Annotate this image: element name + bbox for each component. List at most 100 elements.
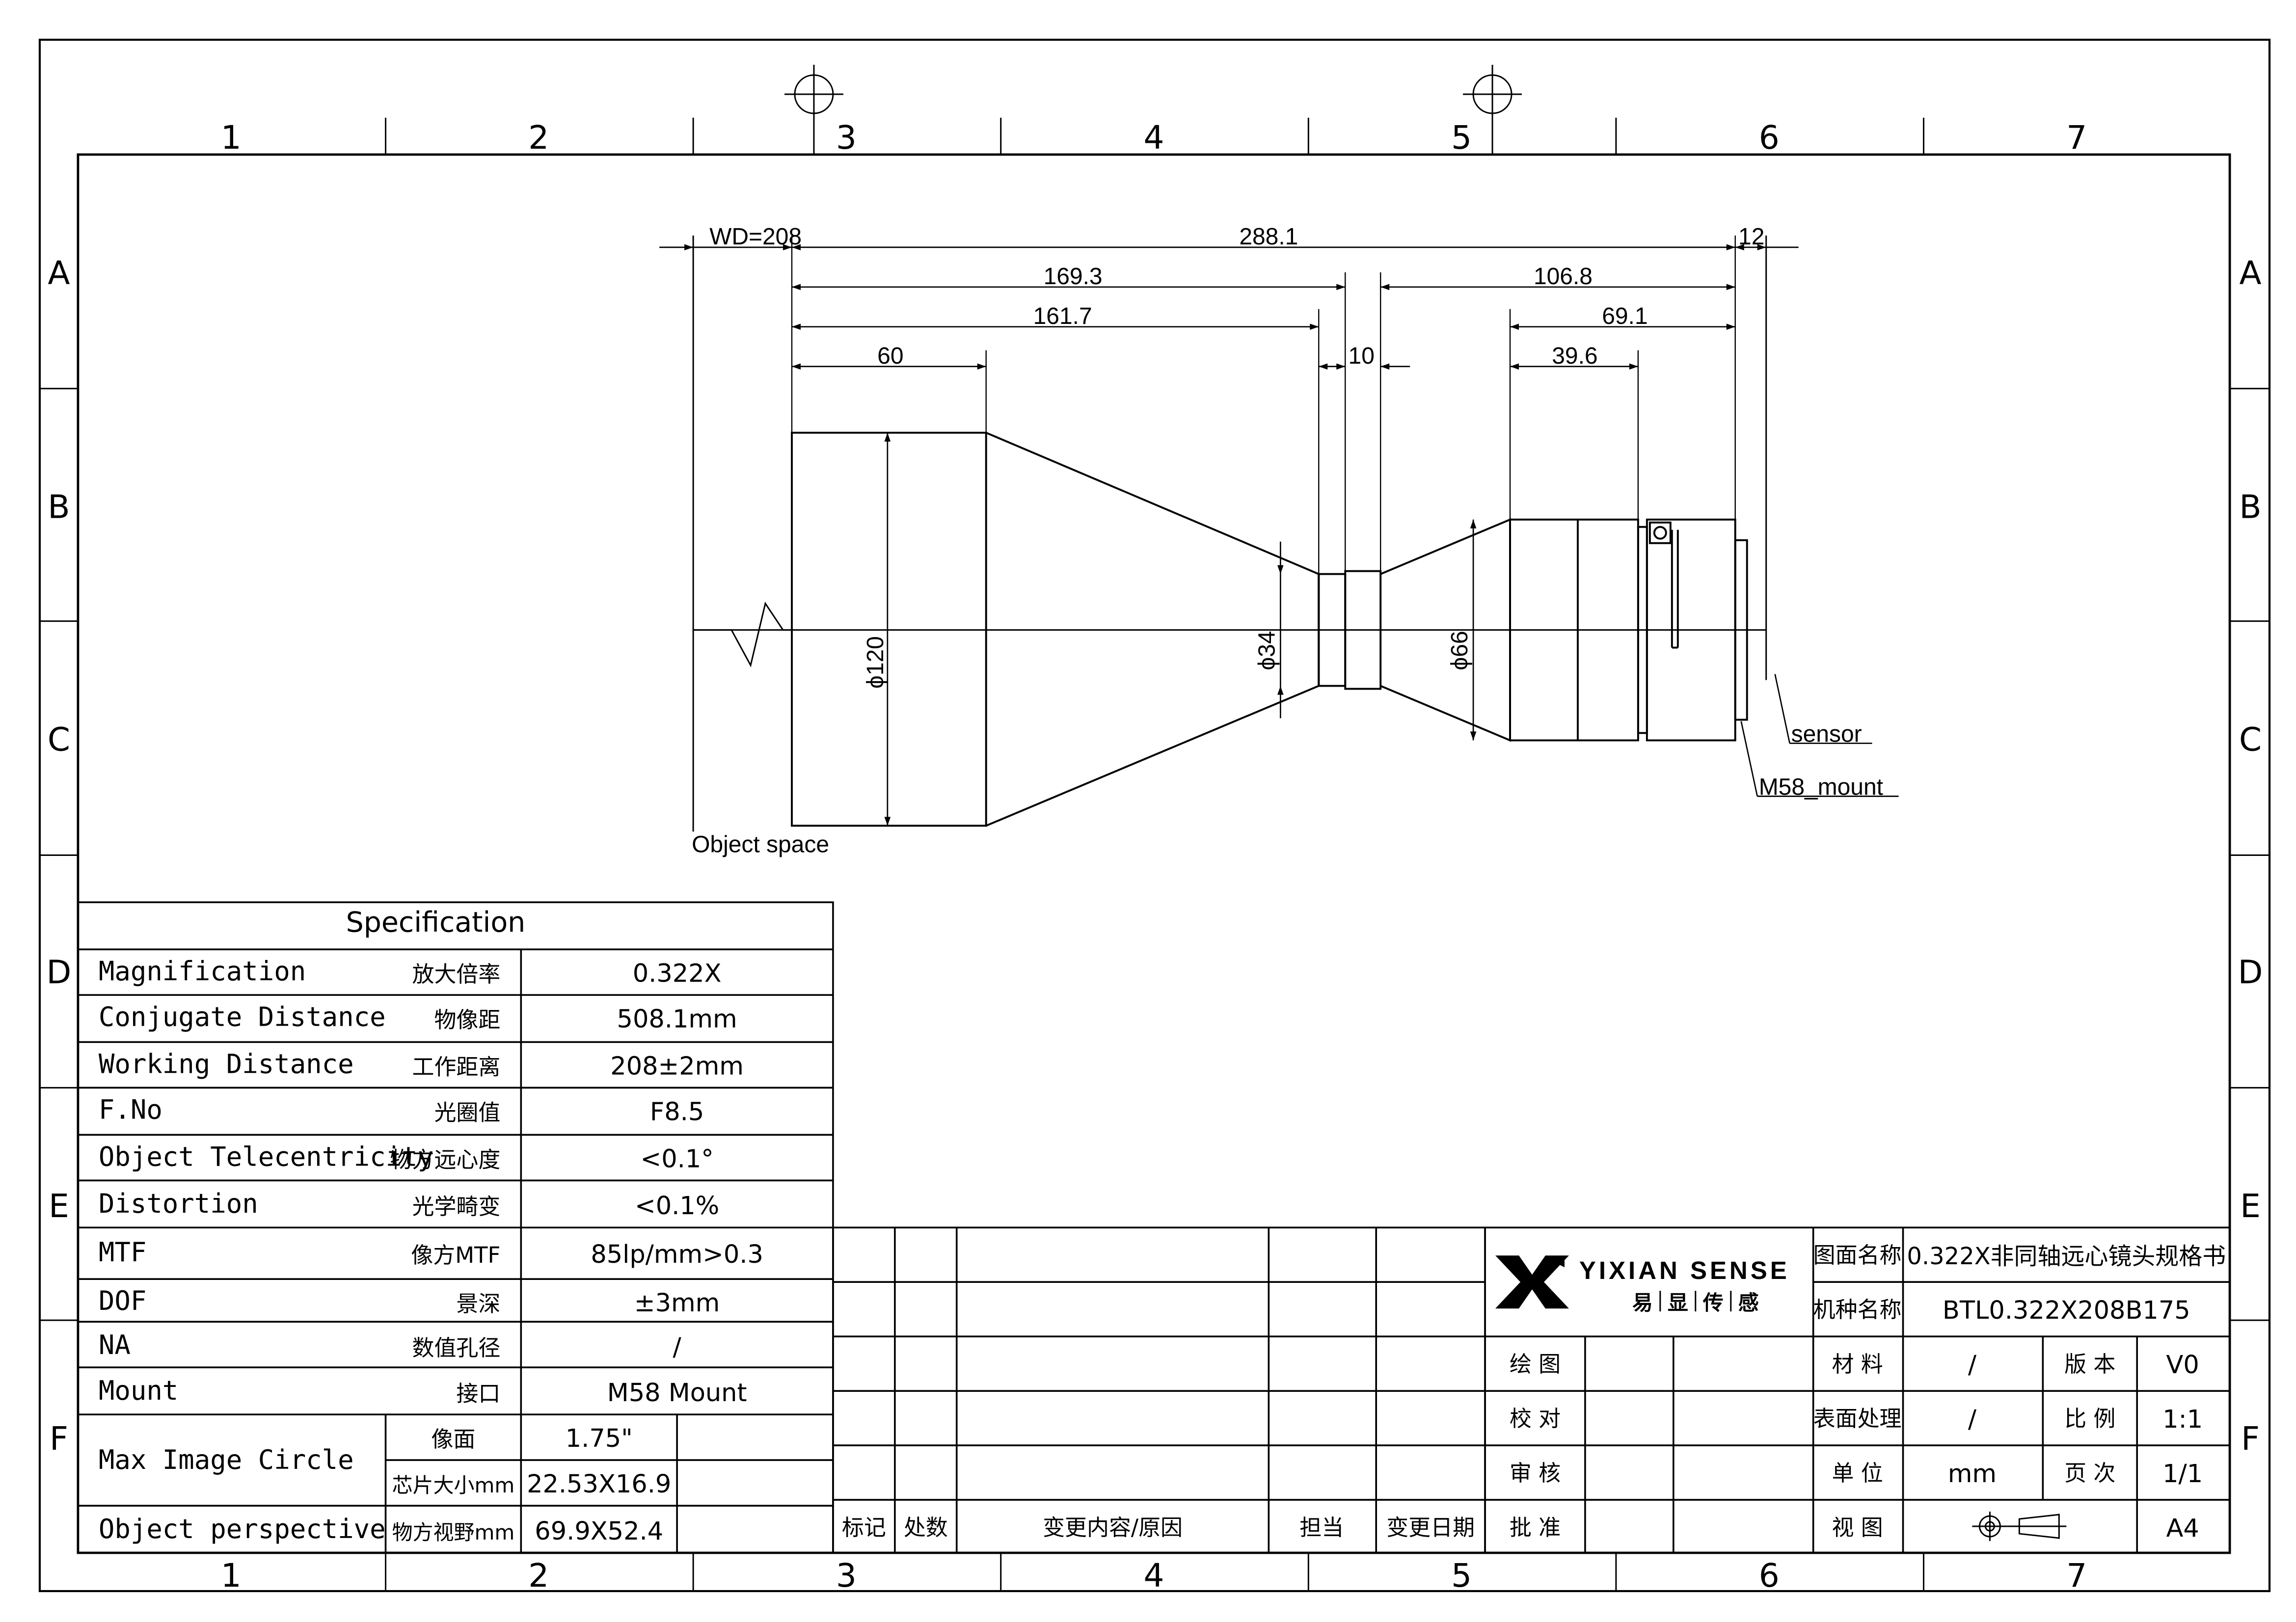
dim-total: 288.1 <box>1239 224 1298 250</box>
surface-label: 表面处理 <box>1813 1406 1902 1432</box>
col-label-bottom: 3 <box>836 1557 857 1595</box>
surface-value: / <box>1968 1405 1977 1434</box>
spec-row-label-cn: 物方远心度 <box>390 1146 501 1172</box>
spec-row-label-cn: 接口 <box>456 1381 500 1407</box>
brand-separators <box>1659 1291 1732 1312</box>
col-label-top: 3 <box>836 119 857 157</box>
object-space-label: Object space <box>692 831 829 857</box>
spec-row-value: <0.1% <box>635 1192 719 1221</box>
col-label-bottom: 7 <box>2066 1557 2087 1595</box>
spec-row-label: Working Distance <box>99 1048 354 1079</box>
spec-row-value: <0.1° <box>641 1144 714 1173</box>
col-label-top: 6 <box>1759 119 1780 157</box>
revision-table: 标记 处数 变更内容/原因 担当 变更日期 <box>842 1515 1475 1541</box>
revision-owner-header: 担当 <box>1299 1515 1344 1541</box>
scale-value: 1:1 <box>2162 1405 2203 1434</box>
spec-table: Specification Magnification 放大倍率 0.322X … <box>99 906 763 1546</box>
revision-table-grid <box>832 1226 1486 1554</box>
version-value: V0 <box>2166 1351 2199 1380</box>
brand-name-cn: 易 显 传 感 <box>1632 1291 1759 1315</box>
spec-title: Specification <box>346 906 526 938</box>
spec-row-label-cn: 光圈值 <box>434 1099 500 1125</box>
row-label-right: A <box>2240 254 2262 292</box>
row-label-right: E <box>2240 1187 2261 1225</box>
spec-row-label: NA <box>99 1330 131 1360</box>
page-label: 页 次 <box>2064 1460 2115 1486</box>
spec-row-value: ±3mm <box>634 1289 720 1318</box>
model-label: 机种名称 <box>1813 1297 1902 1323</box>
spec-table-grid <box>77 901 834 1554</box>
spec-row-value: M58 Mount <box>607 1379 747 1408</box>
spec-object-fov: 物方视野mm <box>392 1520 515 1544</box>
brand-char: 显 <box>1668 1291 1688 1315</box>
version-label: 版 本 <box>2064 1351 2115 1377</box>
spec-row-label-cn: 像方MTF <box>411 1242 500 1268</box>
spec-row-value: F8.5 <box>650 1097 704 1126</box>
page-value: 1/1 <box>2162 1460 2203 1489</box>
spec-chip-size-value: 22.53X16.9 <box>527 1470 671 1499</box>
dim-12: 12 <box>1738 224 1764 250</box>
spec-object-fov-value: 69.9X52.4 <box>535 1517 663 1546</box>
dim-wd: WD=208 <box>709 224 802 250</box>
spec-row-value: 85lp/mm>0.3 <box>591 1240 763 1269</box>
review-label: 审 核 <box>1510 1460 1561 1486</box>
draw-label: 绘 图 <box>1510 1351 1561 1377</box>
col-label-bottom: 4 <box>1144 1557 1164 1595</box>
brand-char: 易 <box>1632 1291 1653 1315</box>
yixian-logo-icon <box>1495 1255 1569 1309</box>
view-label: 视 图 <box>1832 1515 1883 1541</box>
spec-object-perspective: Object perspective <box>99 1514 386 1544</box>
title-block: YIXIAN SENSE 易 显 传 感 图面名称 机种名称 绘 图 校 对 审… <box>1495 1242 2226 1543</box>
lens-outline <box>692 235 1767 832</box>
spec-row-label-cn: 光学畸变 <box>412 1194 500 1220</box>
spec-row-label: DOF <box>99 1285 146 1316</box>
spec-row-label-cn: 景深 <box>456 1291 500 1317</box>
dim-69-1: 69.1 <box>1602 303 1648 329</box>
spec-row-label: Conjugate Distance <box>99 1001 386 1032</box>
col-label-top: 4 <box>1144 119 1164 157</box>
spec-chip-size: 芯片大小mm <box>392 1473 515 1497</box>
spec-row-label-cn: 数值孔径 <box>412 1335 500 1361</box>
spec-row-value: 208±2mm <box>610 1052 744 1081</box>
spec-row-label: F.No <box>99 1094 162 1125</box>
drawing-frame <box>38 38 2271 1593</box>
spec-row-value: / <box>673 1333 682 1362</box>
dim-39-6: 39.6 <box>1552 343 1597 369</box>
dim-dia-120: ϕ120 <box>863 636 889 689</box>
material-label: 材 料 <box>1832 1351 1883 1377</box>
projection-symbol-icon <box>1972 1512 2067 1542</box>
revision-content-header: 变更内容/原因 <box>1043 1515 1183 1541</box>
row-label-left: D <box>47 953 72 991</box>
paper-size: A4 <box>2166 1514 2199 1543</box>
spec-row-label: Distortion <box>99 1188 258 1219</box>
model-name: BTL0.322X208B175 <box>1943 1296 2190 1325</box>
unit-value: mm <box>1948 1460 1997 1489</box>
spec-image-plane-value: 1.75" <box>566 1424 633 1453</box>
zone-labels: 1 2 3 4 5 6 7 1 2 3 4 5 6 7 A B C D E F … <box>47 119 2263 1595</box>
dim-dia-66: ϕ66 <box>1447 631 1473 670</box>
sensor-label: sensor <box>1791 721 1862 747</box>
spec-row-value: 0.322X <box>633 959 722 988</box>
col-label-top: 5 <box>1451 119 1472 157</box>
title-block-grid <box>1484 1226 2231 1554</box>
spec-row-label: Mount <box>99 1375 178 1406</box>
dim-60: 60 <box>877 343 903 369</box>
mount-label: M58_mount <box>1759 774 1883 800</box>
material-value: / <box>1968 1351 1977 1380</box>
spec-row-label-cn: 工作距离 <box>412 1054 500 1080</box>
spec-row-label: Magnification <box>99 956 306 986</box>
row-label-right: D <box>2238 953 2263 991</box>
spec-row-label: Object Telecentricity <box>99 1141 433 1172</box>
col-label-top: 1 <box>221 119 242 157</box>
col-label-bottom: 2 <box>528 1557 549 1595</box>
brand-char: 传 <box>1702 1291 1724 1315</box>
scale-label: 比 例 <box>2064 1406 2115 1432</box>
dim-161-7: 161.7 <box>1033 303 1092 329</box>
spec-image-plane: 像面 <box>431 1426 475 1452</box>
brand-char: 感 <box>1738 1291 1759 1315</box>
dim-dia-34: ϕ34 <box>1254 631 1280 670</box>
dimension-lines <box>659 244 1899 826</box>
dim-169-3: 169.3 <box>1044 264 1103 290</box>
col-label-top: 2 <box>528 119 549 157</box>
